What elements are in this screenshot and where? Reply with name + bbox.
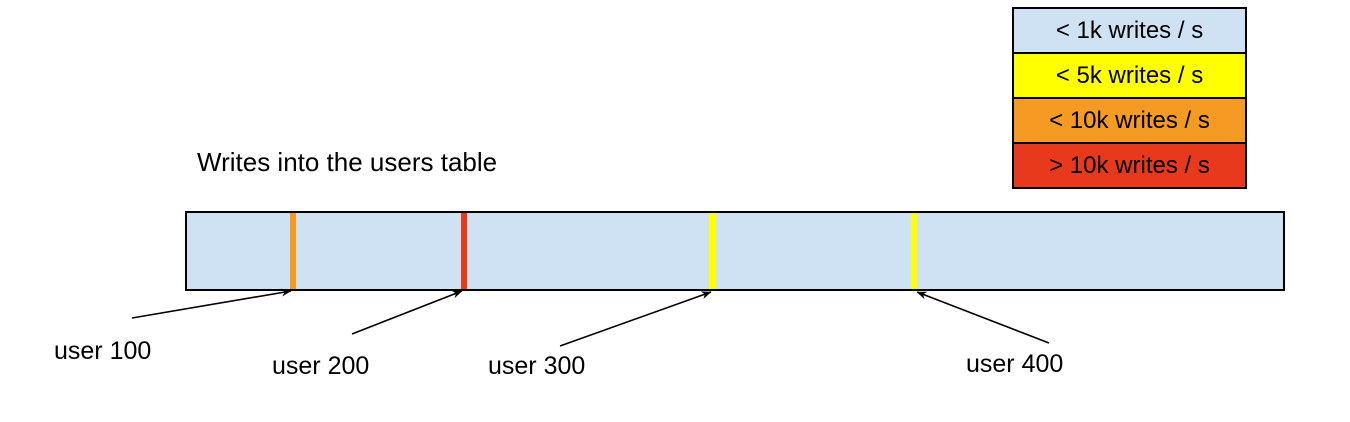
user-label-user-400: user 400 xyxy=(966,350,1064,378)
legend-item-3: > 10k writes / s xyxy=(1012,142,1247,189)
hotspot-stripe-user-100 xyxy=(290,213,296,289)
legend-item-2: < 10k writes / s xyxy=(1012,97,1247,144)
legend-item-1: < 5k writes / s xyxy=(1012,52,1247,99)
users-table-bar xyxy=(185,211,1285,291)
legend-item-0: < 1k writes / s xyxy=(1012,7,1247,54)
hotspot-stripe-user-400 xyxy=(911,213,917,289)
diagram-title: Writes into the users table xyxy=(197,147,498,177)
annotation-arrow-user-400 xyxy=(916,291,1050,344)
user-label-user-300: user 300 xyxy=(488,352,586,380)
write-rate-legend: < 1k writes / s< 5k writes / s< 10k writ… xyxy=(1012,7,1247,189)
annotation-arrow-user-200 xyxy=(351,290,463,335)
user-label-user-100: user 100 xyxy=(54,337,152,365)
annotation-arrow-user-300 xyxy=(559,291,712,347)
user-label-user-200: user 200 xyxy=(272,352,370,380)
annotation-arrow-user-100 xyxy=(131,288,292,319)
hotspot-stripe-user-300 xyxy=(709,213,716,289)
hotspot-stripe-user-200 xyxy=(461,213,467,289)
